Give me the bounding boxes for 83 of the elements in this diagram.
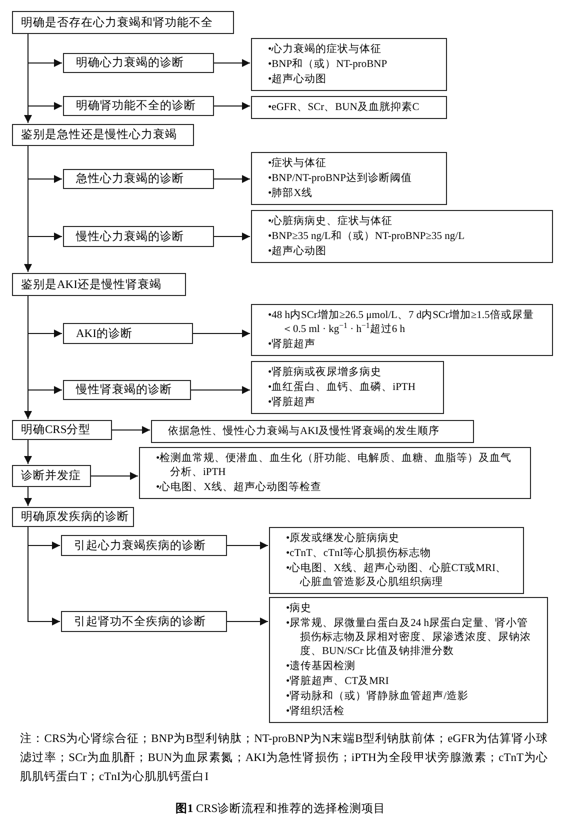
step-box bbox=[12, 420, 112, 440]
bullet-item: •肾脏超声 bbox=[267, 337, 317, 352]
arrow bbox=[226, 618, 268, 626]
bullet-item: •原发或继发心脏病病史 bbox=[285, 531, 401, 546]
step-box bbox=[63, 323, 193, 344]
bullet-item: •心脏病病史、症状与体征 bbox=[267, 214, 394, 228]
step-label: 明确肾功能不全的诊断 bbox=[76, 99, 196, 113]
bullet-item: •肺部X线 bbox=[267, 186, 314, 200]
step-box bbox=[63, 53, 214, 73]
detail-box bbox=[151, 420, 474, 443]
arrow bbox=[24, 34, 32, 124]
bullet-item: •血红蛋白、血钙、血磷、iPTH bbox=[267, 380, 416, 394]
bullet-item: •遗传基因检测 bbox=[285, 659, 357, 674]
step-label: 引起肾功不全疾病的诊断 bbox=[74, 614, 206, 628]
step-box bbox=[12, 507, 134, 527]
step-box bbox=[12, 124, 194, 146]
step-label: 急性心力衰竭的诊断 bbox=[76, 172, 184, 186]
bullet-item: 依据急性、慢性心力衰竭与AKI及慢性肾衰竭的发生顺序 bbox=[167, 424, 441, 438]
step-label: 慢性肾衰竭的诊断 bbox=[76, 383, 172, 397]
step-box bbox=[12, 11, 234, 34]
step-label: 明确是否存在心力衰竭和肾功能不全 bbox=[21, 16, 213, 30]
detail-box bbox=[269, 527, 524, 594]
figure-caption: 图1 CRS诊断流程和推荐的选择检测项目 bbox=[174, 801, 387, 817]
bullet-item: •肾动脉和（或）肾静脉血管超声/造影 bbox=[285, 689, 470, 704]
bullet-item: •尿常规、尿微量白蛋白及24 h尿蛋白定量、肾小管损伤标志物及尿相对密度、尿渗透浓度、尿钠浓度、BUN/SCr 比值及钠排泄分数 bbox=[285, 616, 532, 658]
step-label: 诊断并发症 bbox=[21, 469, 81, 483]
bullet-item: •肾脏超声、CT及MRI bbox=[285, 674, 390, 688]
step-label: 明确原发疾病的诊断 bbox=[21, 510, 129, 524]
arrow bbox=[192, 330, 250, 338]
detail-box bbox=[251, 210, 553, 263]
arrow bbox=[24, 296, 32, 420]
arrow bbox=[112, 426, 150, 434]
arrow bbox=[28, 526, 60, 626]
arrow bbox=[226, 542, 268, 550]
bullet-item: •肾组织活检 bbox=[285, 704, 346, 718]
arrow bbox=[24, 486, 32, 506]
bullet-item: •BNP≥35 ng/L和（或）NT-proBNP≥35 ng/L bbox=[267, 229, 466, 244]
step-box bbox=[12, 465, 91, 487]
detail-box bbox=[251, 38, 447, 91]
step-box bbox=[63, 96, 214, 116]
detail-box bbox=[251, 152, 447, 205]
bullet-item: •BNP/NT-proBNP达到诊断阈值 bbox=[267, 171, 413, 186]
arrow bbox=[214, 232, 250, 240]
arrow bbox=[214, 59, 250, 67]
arrow bbox=[90, 472, 138, 480]
bullet-item: •肾脏病或夜尿增多病史 bbox=[267, 365, 383, 380]
bullet-item: •超声心动图 bbox=[267, 244, 328, 258]
bullet-item: •eGFR、SCr、BUN及血胱抑素C bbox=[267, 100, 420, 114]
arrow bbox=[214, 175, 250, 183]
bullet-item: •心力衰竭的症状与体征 bbox=[267, 42, 383, 56]
bullet-item: •心电图、X线、超声心动图等检查 bbox=[155, 480, 322, 494]
step-box bbox=[63, 226, 214, 247]
bullet-item: •48 h内SCr增加≥26.5 μmol/L、7 d内SCr增加≥1.5倍或尿量＜0.5 ml · kg$^{−1}$ · h$^{−1}$超过6 h bbox=[267, 308, 535, 336]
step-label: 引起心力衰竭疾病的诊断 bbox=[74, 538, 206, 552]
step-box bbox=[61, 535, 227, 556]
bullet-item: •检测血常规、便潜血、血生化（肝功能、电解质、血糖、血脂等）及血气分析、iPTH bbox=[155, 451, 513, 480]
arrow bbox=[190, 386, 250, 394]
detail-box bbox=[251, 304, 553, 356]
step-label: AKI的诊断 bbox=[76, 326, 132, 340]
step-label: 明确心力衰竭的诊断 bbox=[76, 56, 184, 70]
step-label: 慢性心力衰竭的诊断 bbox=[76, 230, 184, 244]
bullet-item: •心电图、X线、超声心动图、心脏CT或MRI、心脏血管造影及心肌组织病理 bbox=[285, 561, 508, 590]
bullet-item: •cTnT、cTnI等心肌损伤标志物 bbox=[285, 546, 432, 560]
arrow bbox=[214, 102, 250, 110]
arrow bbox=[24, 146, 32, 272]
step-box bbox=[12, 273, 186, 296]
bullet-item: •症状与体征 bbox=[267, 156, 328, 170]
detail-box bbox=[251, 361, 444, 414]
step-box bbox=[61, 611, 227, 632]
detail-box bbox=[251, 96, 447, 119]
footnote: 注：CRS为心肾综合征；BNP为B型利钠肽；NT-proBNP为N末端B型利钠肽前体；eGFR为估算肾小球滤过率；SCr为血肌酐；BUN为血尿素氮；AKI为急性肾损伤；iPTH为全段甲状旁腺激素；cTnT为心肌肌钙蛋白T；cTnI为心肌肌钙蛋白I bbox=[20, 731, 548, 785]
bullet-item: •超声心动图 bbox=[267, 72, 328, 86]
bullet-item: •BNP和（或）NT-proBNP bbox=[267, 57, 388, 72]
detail-box bbox=[269, 597, 548, 723]
bullet-item: •肾脏超声 bbox=[267, 395, 317, 410]
detail-box bbox=[139, 447, 531, 499]
arrow bbox=[24, 440, 32, 464]
step-label: 明确CRS分型 bbox=[21, 423, 91, 437]
step-label: 鉴别是AKI还是慢性肾衰竭 bbox=[21, 278, 162, 292]
bullet-item: •病史 bbox=[285, 601, 313, 616]
step-label: 鉴别是急性还是慢性心力衰竭 bbox=[21, 128, 177, 142]
step-box bbox=[63, 169, 214, 189]
step-box bbox=[63, 380, 191, 400]
